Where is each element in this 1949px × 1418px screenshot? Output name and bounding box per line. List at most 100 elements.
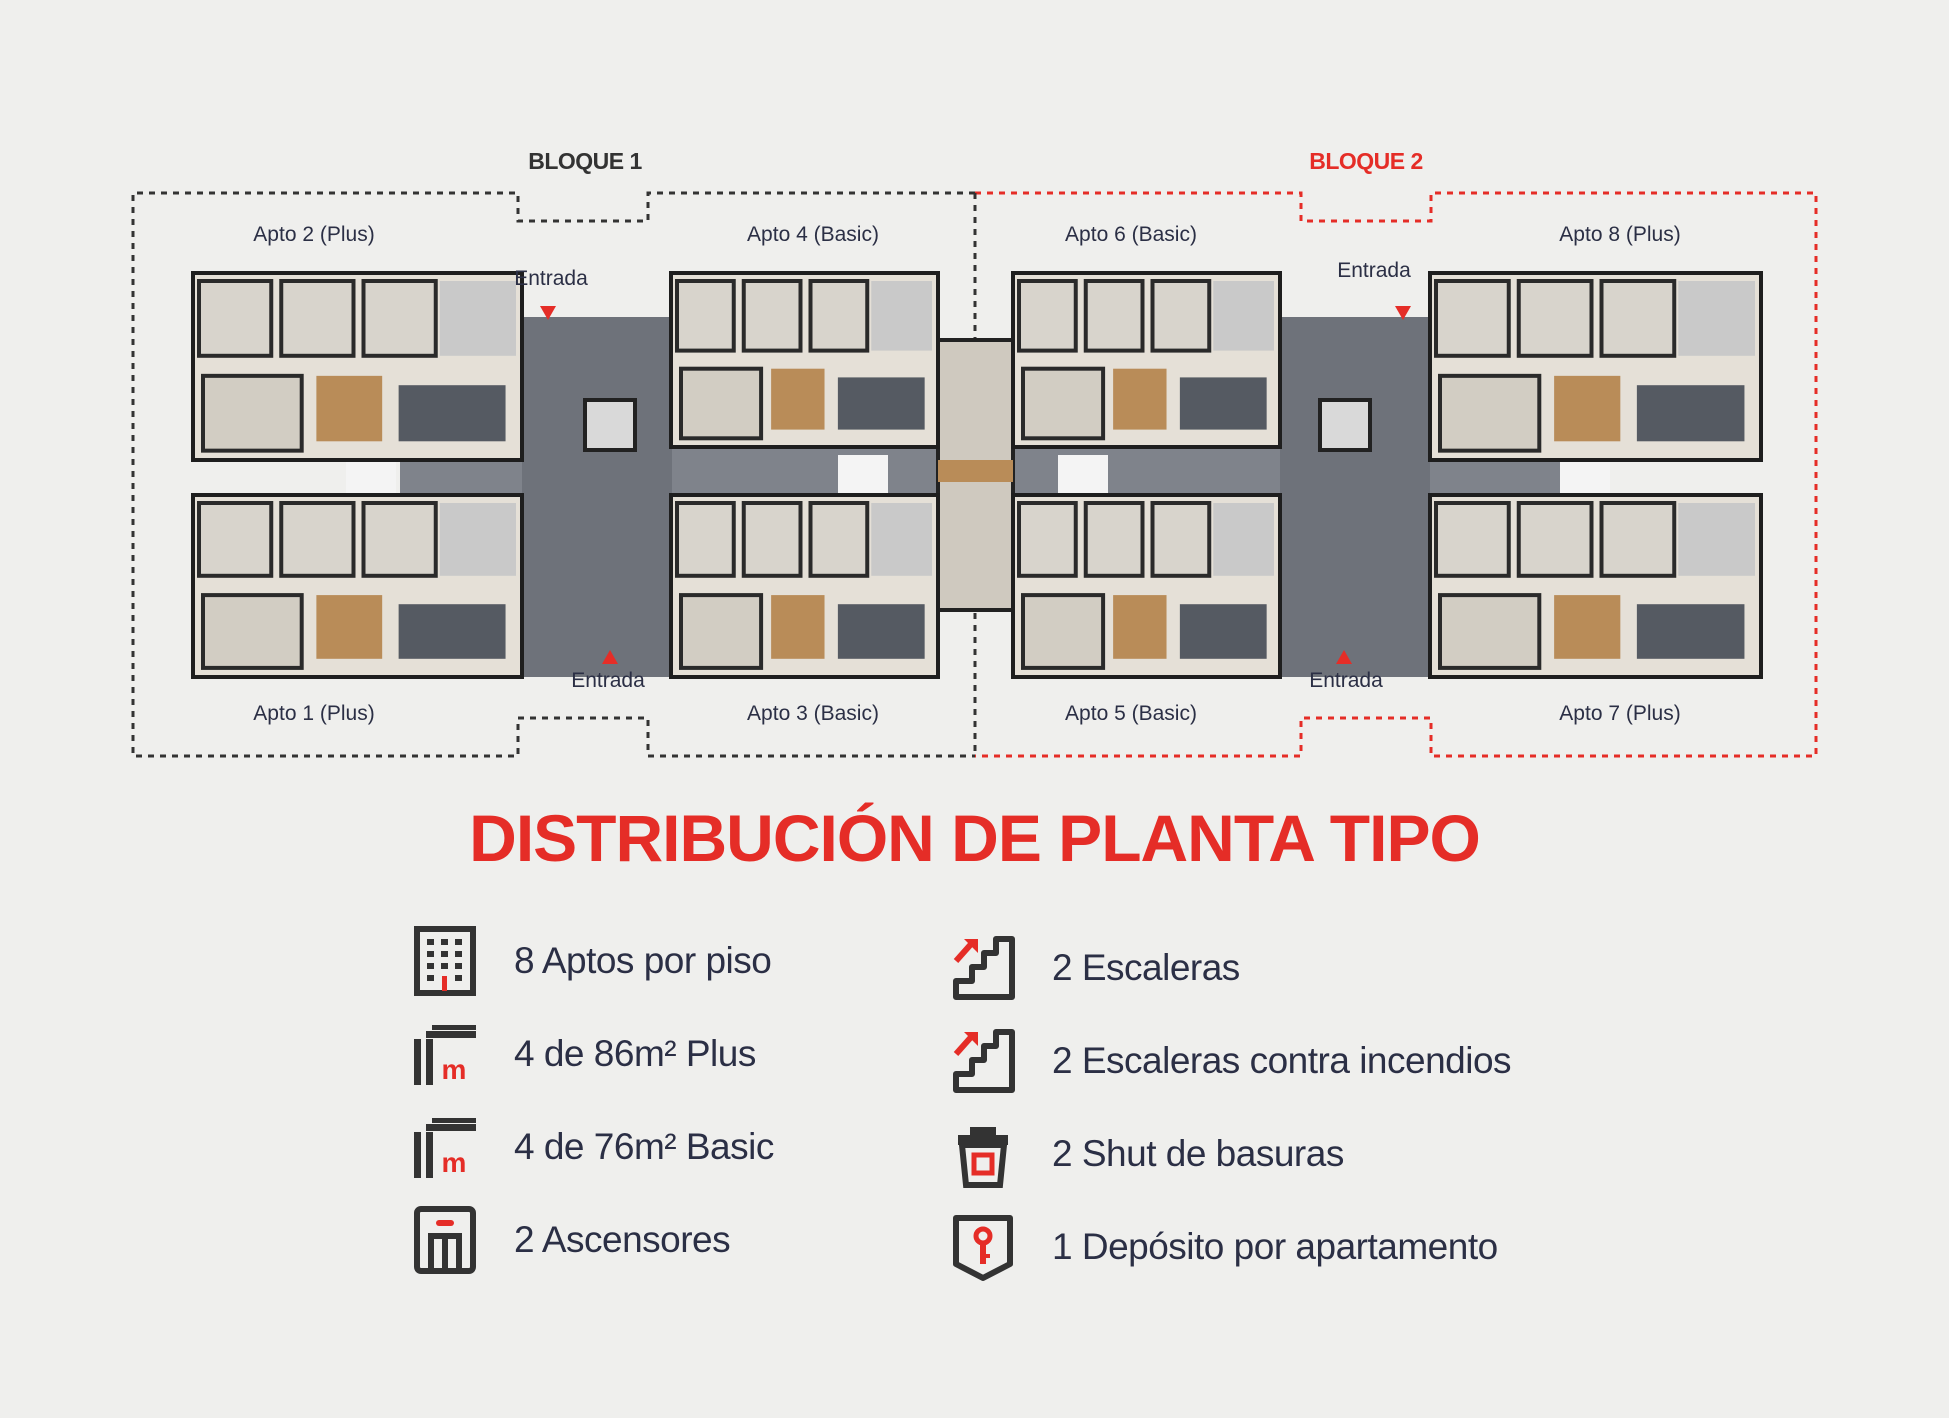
room bbox=[197, 279, 274, 358]
stairs-icon bbox=[953, 936, 1015, 1000]
room bbox=[279, 279, 356, 358]
bloque-1-outline bbox=[131, 191, 975, 758]
hallway-floor bbox=[938, 460, 1013, 482]
kitchen-floor bbox=[1554, 595, 1621, 659]
bedroom bbox=[1021, 366, 1106, 441]
features-left: 8 Aptos por piso m 4 de 86m² Plus m 4 de… bbox=[412, 926, 774, 1275]
feature-elevators: 2 Ascensores bbox=[412, 1205, 774, 1275]
apto-4-label: Apto 4 (Basic) bbox=[747, 223, 879, 246]
feature-text: 4 de 86m² Plus bbox=[514, 1033, 756, 1074]
room bbox=[1516, 501, 1594, 578]
room bbox=[808, 501, 870, 578]
room bbox=[1599, 501, 1677, 578]
trash-chute-icon bbox=[958, 1127, 1008, 1188]
kitchen-floor bbox=[1113, 595, 1167, 659]
kitchen-floor bbox=[771, 368, 825, 430]
room bbox=[808, 279, 870, 353]
living-room bbox=[1213, 503, 1274, 576]
entrance-label: Entrada bbox=[1309, 669, 1383, 692]
living-room bbox=[439, 281, 516, 356]
room bbox=[675, 279, 736, 353]
feature-text: 4 de 76m² Basic bbox=[514, 1126, 774, 1167]
room bbox=[741, 279, 803, 353]
bedroom bbox=[201, 593, 304, 670]
entrance-arrow-icon bbox=[1395, 306, 1411, 320]
floor-area-icon: m bbox=[414, 1118, 476, 1178]
svg-text:m: m bbox=[442, 1147, 467, 1178]
room bbox=[1516, 279, 1594, 358]
floor-area-icon: m bbox=[414, 1025, 476, 1085]
page-title: DISTRIBUCIÓN DE PLANTA TIPO bbox=[469, 801, 1481, 875]
elevator bbox=[1318, 398, 1372, 452]
feature-text: 2 Ascensores bbox=[514, 1219, 731, 1260]
apto-1-label: Apto 1 (Plus) bbox=[253, 702, 375, 725]
bedroom bbox=[1021, 593, 1106, 670]
entrance-label: Entrada bbox=[571, 669, 645, 692]
light-well bbox=[838, 455, 888, 495]
room bbox=[1017, 501, 1078, 578]
feature-storage: 1 Depósito por apartamento bbox=[950, 1212, 1511, 1282]
feature-stairs: 2 Escaleras bbox=[950, 933, 1511, 1003]
feature-apts-per-floor: 8 Aptos por piso bbox=[412, 926, 774, 996]
bedroom bbox=[1438, 593, 1542, 670]
living-room bbox=[439, 503, 516, 576]
apto-6-label: Apto 6 (Basic) bbox=[1065, 223, 1197, 246]
feature-fire-stairs: 2 Escaleras contra incendios bbox=[950, 1026, 1512, 1096]
living-room bbox=[1213, 281, 1274, 351]
kitchen-counter bbox=[1636, 604, 1745, 659]
apto-7-label: Apto 7 (Plus) bbox=[1559, 702, 1681, 725]
kitchen-counter bbox=[398, 604, 506, 659]
living-room bbox=[1678, 503, 1755, 576]
room bbox=[197, 501, 274, 578]
kitchen-counter bbox=[1636, 385, 1745, 442]
room bbox=[1017, 279, 1078, 353]
bloque-1-label: BLOQUE 1 bbox=[528, 148, 642, 174]
elevator bbox=[583, 398, 637, 452]
feature-text: 2 Escaleras contra incendios bbox=[1052, 1040, 1512, 1081]
room bbox=[279, 501, 356, 578]
kitchen-counter bbox=[837, 604, 925, 659]
kitchen-floor bbox=[771, 595, 825, 659]
building-icon bbox=[414, 926, 476, 996]
features-right: 2 Escaleras 2 Escaleras contra incendios… bbox=[950, 933, 1512, 1282]
floor-plan bbox=[191, 271, 1763, 679]
room bbox=[1599, 279, 1677, 358]
entrance-label: Entrada bbox=[1337, 259, 1411, 282]
kitchen-counter bbox=[837, 377, 925, 430]
room bbox=[361, 279, 438, 358]
kitchen-floor bbox=[1554, 375, 1621, 442]
entrance-arrow-icon bbox=[1336, 650, 1352, 664]
kitchen-counter bbox=[1179, 604, 1267, 659]
kitchen-floor bbox=[1113, 368, 1167, 430]
room bbox=[1150, 501, 1212, 578]
living-room bbox=[871, 281, 932, 351]
room bbox=[741, 501, 803, 578]
light-well bbox=[1058, 455, 1108, 495]
room bbox=[1434, 501, 1511, 578]
room bbox=[1150, 279, 1212, 353]
room bbox=[1083, 501, 1145, 578]
feature-trash-chute: 2 Shut de basuras bbox=[950, 1119, 1511, 1189]
apto-3-label: Apto 3 (Basic) bbox=[747, 702, 879, 725]
entrance-arrow-icon bbox=[602, 650, 618, 664]
bloque-2-label: BLOQUE 2 bbox=[1309, 148, 1423, 174]
room bbox=[361, 501, 438, 578]
apto-5-label: Apto 5 (Basic) bbox=[1065, 702, 1197, 725]
apto-8-label: Apto 8 (Plus) bbox=[1559, 223, 1681, 246]
entrance-label: Entrada bbox=[514, 267, 588, 290]
bedroom bbox=[679, 593, 764, 670]
feature-plus-area: m 4 de 86m² Plus bbox=[412, 1019, 774, 1089]
feature-text: 2 Escaleras bbox=[1052, 947, 1240, 988]
stair-core bbox=[1280, 317, 1430, 677]
room bbox=[1434, 279, 1511, 358]
storage-key-icon bbox=[953, 1215, 1013, 1281]
living-room bbox=[871, 503, 932, 576]
room bbox=[675, 501, 736, 578]
kitchen-floor bbox=[316, 375, 383, 442]
apto-2-label: Apto 2 (Plus) bbox=[253, 223, 375, 246]
kitchen-counter bbox=[1179, 377, 1267, 430]
feature-text: 2 Shut de basuras bbox=[1052, 1133, 1344, 1174]
room bbox=[1083, 279, 1145, 353]
svg-text:m: m bbox=[442, 1054, 467, 1085]
